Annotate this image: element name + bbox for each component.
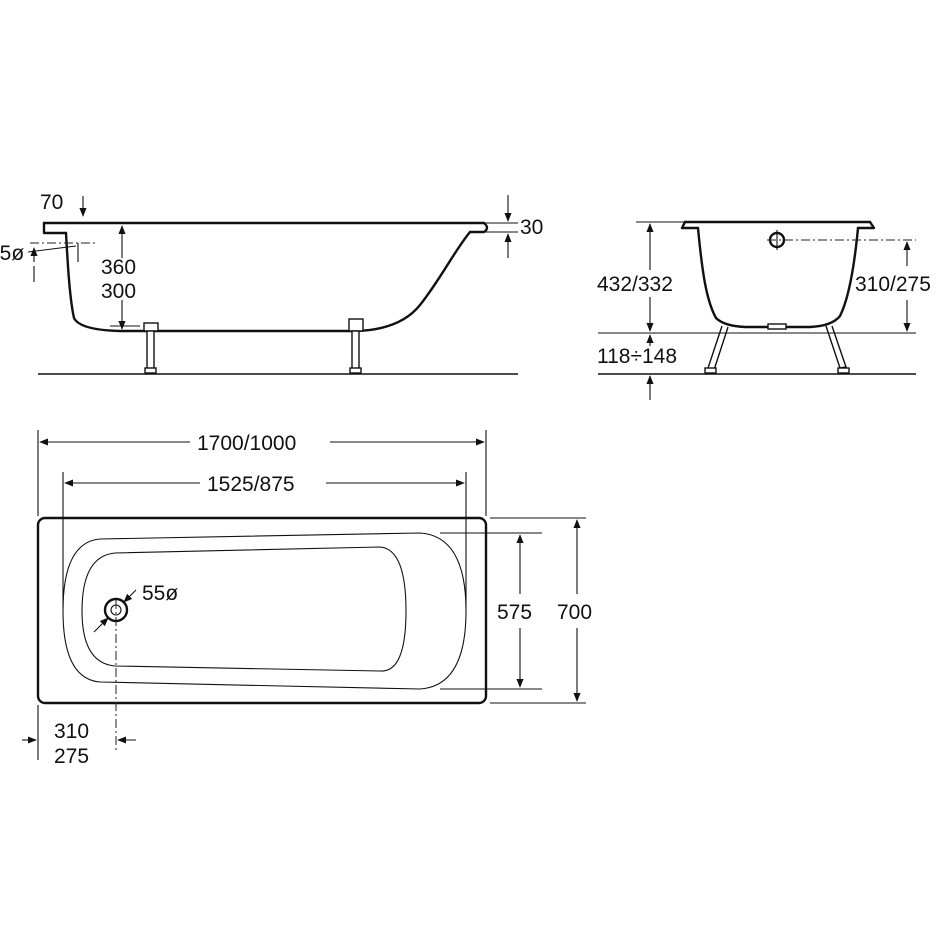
plan-view-outer-width-label: 700 — [557, 601, 592, 624]
plan-view-drain-leader-b — [123, 589, 137, 603]
end-view-total-height-label: 432/332 — [597, 273, 673, 296]
side-view-overflow-diameter-label: 55ø — [0, 242, 24, 265]
plan-view: 55ø 1700/1000 1525/875 575 700 310 275 — [22, 430, 592, 768]
end-view-feet-range-label: 118÷148 — [597, 345, 677, 368]
side-view-rim-overhang-label: 70 — [40, 191, 63, 214]
end-view-tub-body — [696, 226, 860, 329]
plan-view-basin-outer — [62, 532, 467, 690]
end-view-overflow-height-label: 310/275 — [855, 273, 931, 296]
end-view-foot-right — [837, 367, 850, 374]
plan-view-drain-leader-a — [93, 617, 109, 633]
plan-view-drain-offset-b-label: 275 — [54, 745, 89, 768]
side-view-leg-left — [143, 322, 159, 374]
side-view-right-lip — [468, 221, 489, 234]
plan-view-outer-length-label: 1700/1000 — [197, 432, 296, 455]
plan-view-basin-inner — [81, 546, 407, 672]
side-view-leg-right — [348, 318, 364, 374]
side-view-rim-thickness-label: 30 — [520, 216, 543, 239]
side-view-height-back-label: 300 — [101, 280, 136, 303]
end-view: 432/332 118÷148 310/275 — [597, 220, 931, 400]
plan-view-drain-offset-a-label: 310 — [54, 720, 89, 743]
side-view-left-lip — [42, 221, 68, 235]
side-view-height-front-label: 360 — [101, 256, 136, 279]
end-view-drain-fitting — [767, 323, 787, 330]
plan-view-inner-width-label: 575 — [497, 601, 532, 624]
plan-view-inner-length-label: 1525/875 — [207, 473, 295, 496]
plan-view-drain-diameter-label: 55ø — [142, 582, 178, 605]
side-view-overflow-leader — [27, 245, 77, 253]
end-view-right-lip — [856, 220, 876, 230]
end-view-left-lip — [680, 220, 700, 230]
end-view-foot-left — [704, 367, 717, 374]
plan-view-outer-rim — [36, 516, 488, 705]
end-view-leg-right — [825, 325, 847, 369]
side-view: 70 55ø 360 300 30 — [0, 191, 543, 375]
